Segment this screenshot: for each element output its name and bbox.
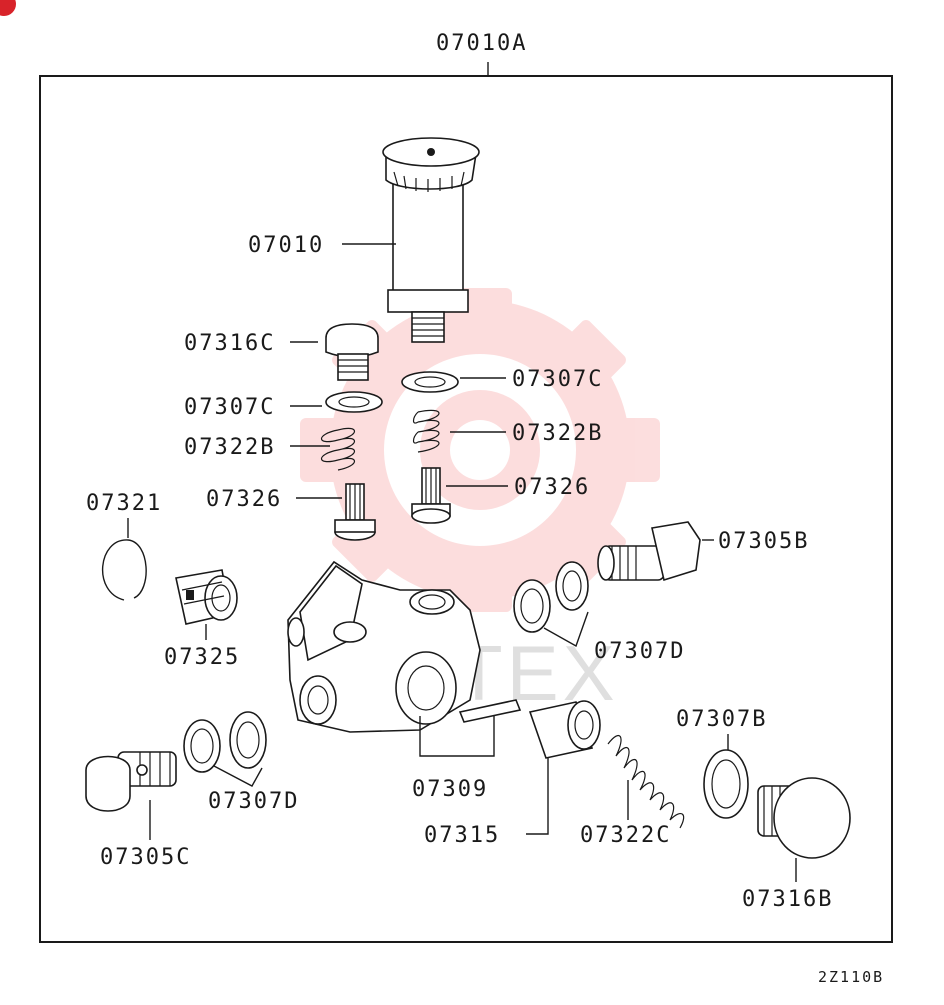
part-07325-check-valve bbox=[175, 569, 238, 625]
label-07307B: 07307B bbox=[676, 707, 767, 732]
label-07010: 07010 bbox=[248, 233, 324, 258]
part-07305B-banjo-bolt bbox=[597, 521, 701, 582]
label-07321: 07321 bbox=[86, 491, 162, 516]
part-07322B-spring-right bbox=[412, 409, 440, 453]
label-07305B: 07305B bbox=[718, 529, 809, 554]
corner-badge bbox=[0, 0, 16, 16]
part-07326-valve-right bbox=[411, 467, 451, 524]
part-07315-piston bbox=[528, 700, 601, 759]
label-07326-right: 07326 bbox=[514, 475, 590, 500]
part-07010-filter-cup bbox=[382, 137, 480, 343]
part-07322C-spring bbox=[607, 734, 685, 829]
label-07316C: 07316C bbox=[184, 331, 275, 356]
part-07307C-washer-left bbox=[325, 391, 383, 413]
label-07326-left: 07326 bbox=[206, 487, 282, 512]
label-07322C: 07322C bbox=[580, 823, 671, 848]
label-07305C: 07305C bbox=[100, 845, 191, 870]
label-07307D-left: 07307D bbox=[208, 789, 299, 814]
label-07307C-right: 07307C bbox=[512, 367, 603, 392]
part-07309-pump-body bbox=[287, 560, 522, 733]
part-07316B-plug bbox=[757, 777, 851, 859]
part-07326-valve-left bbox=[334, 483, 376, 541]
label-07309: 07309 bbox=[412, 777, 488, 802]
watermark-logo bbox=[300, 288, 660, 612]
label-07307C-left: 07307C bbox=[184, 395, 275, 420]
part-07307D-washers-right bbox=[513, 561, 589, 633]
label-07316B: 07316B bbox=[742, 887, 833, 912]
label-07315: 07315 bbox=[424, 823, 500, 848]
label-07325: 07325 bbox=[164, 645, 240, 670]
label-07322B-left: 07322B bbox=[184, 435, 275, 460]
part-07305C-banjo-bolt bbox=[85, 751, 177, 812]
part-07307C-washer-right bbox=[401, 371, 459, 393]
assembly-label: 07010A bbox=[436, 31, 527, 56]
part-07307D-washers-left bbox=[183, 711, 267, 773]
part-07307B-washer bbox=[703, 749, 749, 819]
drawing-code: 2Z110B bbox=[818, 968, 884, 986]
label-07307D-right: 07307D bbox=[594, 639, 685, 664]
diagram-frame bbox=[39, 75, 893, 943]
part-07321-snap-ring bbox=[101, 539, 147, 601]
part-07316C-plug bbox=[325, 323, 379, 381]
label-07322B-right: 07322B bbox=[512, 421, 603, 446]
part-07322B-spring-left bbox=[320, 427, 356, 471]
